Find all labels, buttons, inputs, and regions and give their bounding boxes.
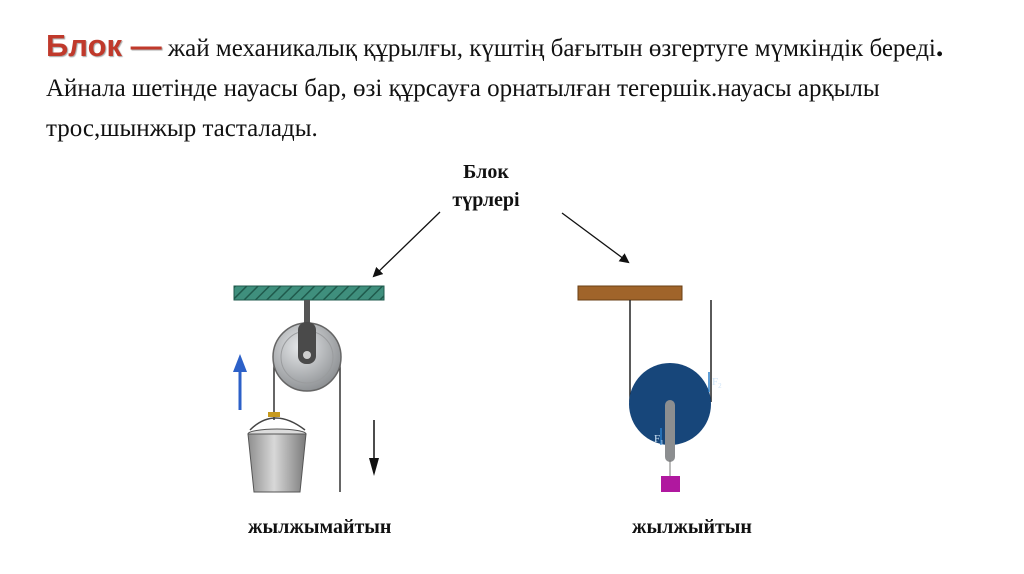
intro-text-part2: Айнала шетінде науасы бар, өзі құрсауға …: [46, 75, 880, 142]
up-arrow-icon: [233, 354, 247, 372]
block-types-line1: Блок: [463, 161, 509, 183]
down-arrow-icon: [369, 458, 379, 476]
weight-block: [661, 476, 680, 492]
bucket-body: [247, 433, 307, 493]
fixed-pulley-caption: жылжымайтын: [248, 516, 392, 538]
fixed-pulley-group: [233, 285, 385, 493]
bucket-hook: [268, 412, 280, 417]
intro-text-part1: жай механикалық құрылғы, күштің бағытын …: [161, 35, 936, 62]
intro-paragraph: Блок — жай механикалық құрылғы, күштің б…: [46, 26, 996, 149]
wooden-beam: [577, 285, 683, 301]
force-f1-label: F1: [654, 433, 664, 447]
block-types-label: Блок түрлері: [436, 158, 536, 214]
intro-dot: .: [935, 30, 944, 63]
block-types-line2: түрлері: [452, 189, 520, 211]
ceiling-beam: [233, 285, 385, 301]
pulley-hanger: [304, 300, 310, 324]
movable-pulley-strap: [665, 400, 675, 462]
force-f2-label: F2: [712, 376, 722, 390]
movable-pulley-caption: жылжыйтын: [632, 516, 752, 538]
pulley-bracket: [298, 322, 316, 364]
pointer-arrow-right: [561, 212, 630, 264]
term-block: Блок —: [46, 28, 162, 63]
pulley-axle: [303, 351, 311, 359]
movable-pulley-group: F2 F1: [577, 285, 722, 492]
bucket-handle: [249, 417, 306, 431]
pointer-arrow-left: [372, 211, 441, 278]
